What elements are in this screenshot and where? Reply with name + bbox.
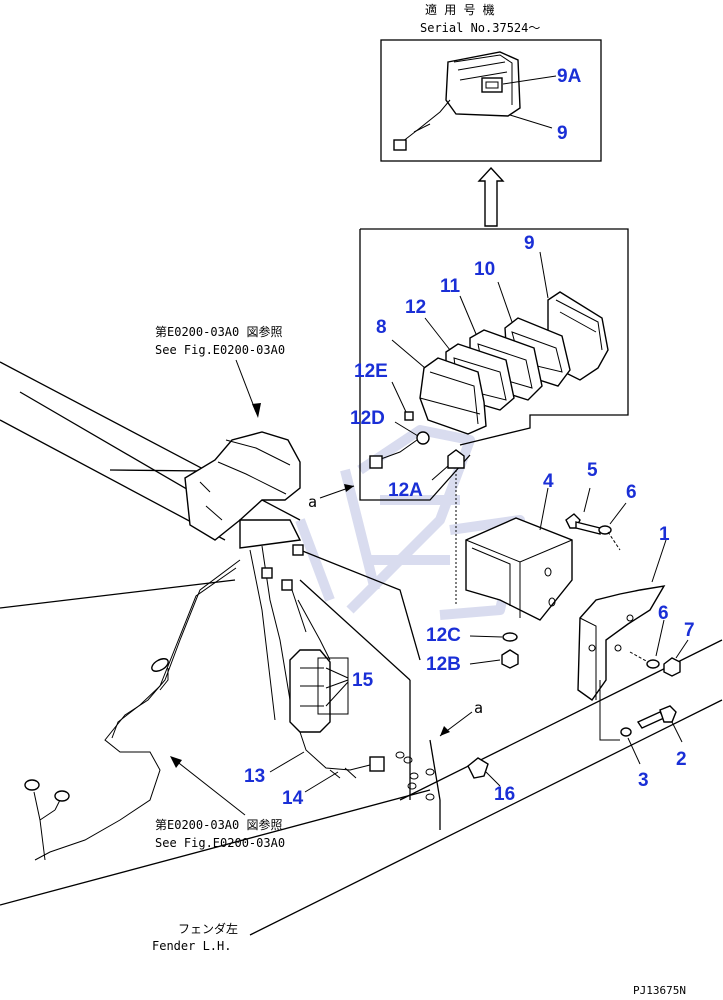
part-12b-nut (501, 649, 519, 669)
leader-13 (269, 751, 305, 773)
leader-5 (583, 487, 591, 513)
leader-14 (304, 771, 339, 793)
leader-6-bottom (655, 619, 665, 657)
callout-12e: 12E (354, 361, 388, 382)
dash-axis-top (607, 531, 621, 551)
marker-a-upper-arrowhead (344, 484, 354, 492)
callout-12c: 12C (426, 625, 461, 646)
marker-a-lower: a (474, 699, 483, 717)
callout-12d: 12D (350, 408, 385, 429)
leader-7 (675, 639, 689, 659)
part-16-plug (467, 757, 489, 779)
reference-top-jp: 第E0200-03A0 図参照 (155, 324, 282, 339)
callout-11: 11 (440, 276, 461, 297)
reference-bottom-leader (174, 759, 246, 816)
callout-10: 10 (474, 259, 495, 280)
leader-12b (469, 659, 501, 665)
reference-bottom-jp: 第E0200-03A0 図参照 (155, 817, 282, 832)
part-4-guard (465, 517, 573, 621)
fender-label-en: Fender L.H. (152, 939, 231, 953)
callout-3: 3 (638, 770, 649, 791)
callout-7: 7 (684, 620, 695, 641)
left-wire-harness (24, 559, 241, 861)
callout-1: 1 (659, 524, 670, 545)
part-6-washer-bottom (646, 659, 660, 669)
callout-9-inset: 9 (557, 123, 568, 144)
leader-12c (469, 635, 503, 638)
part-6-washer-top (598, 525, 612, 535)
part-12c-washer (502, 632, 518, 642)
fender-mount-assembly (184, 431, 385, 779)
leader-6-top (609, 502, 627, 525)
leader-3 (627, 737, 641, 765)
reference-bottom-arrowhead (170, 756, 182, 768)
callout-16: 16 (494, 784, 515, 805)
callout-4: 4 (543, 471, 554, 492)
fender-outline (0, 361, 723, 936)
callout-14: 14 (282, 788, 304, 809)
fender-label-jp: フェンダ左 (178, 921, 238, 936)
part-7-nut (663, 657, 681, 677)
drawing-number: PJ13675N (633, 984, 686, 997)
callout-6-bottom: 6 (658, 603, 669, 624)
fender-holes (395, 751, 435, 801)
arrow-up-icon (477, 166, 505, 227)
serial-inset-box (380, 39, 602, 162)
marker-a-lower-arrowhead (440, 726, 450, 736)
applicable-serial-en: Serial No.37524～ (420, 21, 540, 35)
callout-12a: 12A (388, 480, 423, 501)
callout-9a: 9A (557, 66, 582, 87)
reference-top-leader (235, 359, 257, 413)
leader-15 (325, 667, 349, 707)
leader-4 (539, 487, 549, 531)
part-1-bracket (577, 585, 666, 741)
callout-6-top: 6 (626, 482, 637, 503)
callout-12b: 12B (426, 654, 461, 675)
part-3-washer (620, 727, 632, 737)
callout-5: 5 (587, 460, 598, 481)
callout-8: 8 (376, 317, 387, 338)
callout-15: 15 (352, 670, 374, 691)
leader-16 (485, 771, 501, 787)
callout-13: 13 (244, 766, 265, 787)
callout-9: 9 (524, 233, 535, 254)
reference-top-arrowhead (252, 403, 261, 418)
part-5-bolt (565, 513, 601, 535)
callout-12: 12 (405, 297, 426, 318)
reference-top-en: See Fig.E0200-03A0 (155, 343, 285, 357)
dash-axis-bottom (629, 651, 649, 663)
lamp-exploded-box (359, 228, 629, 501)
leader-2 (671, 721, 683, 743)
callout-2: 2 (676, 749, 687, 770)
applicable-serial-jp: 適 用 号 機 (425, 2, 495, 17)
leader-1 (651, 539, 667, 583)
part-2-bolt (636, 705, 677, 729)
marker-a-upper: a (308, 493, 317, 511)
reference-bottom-en: See Fig.E0200-03A0 (155, 836, 285, 850)
